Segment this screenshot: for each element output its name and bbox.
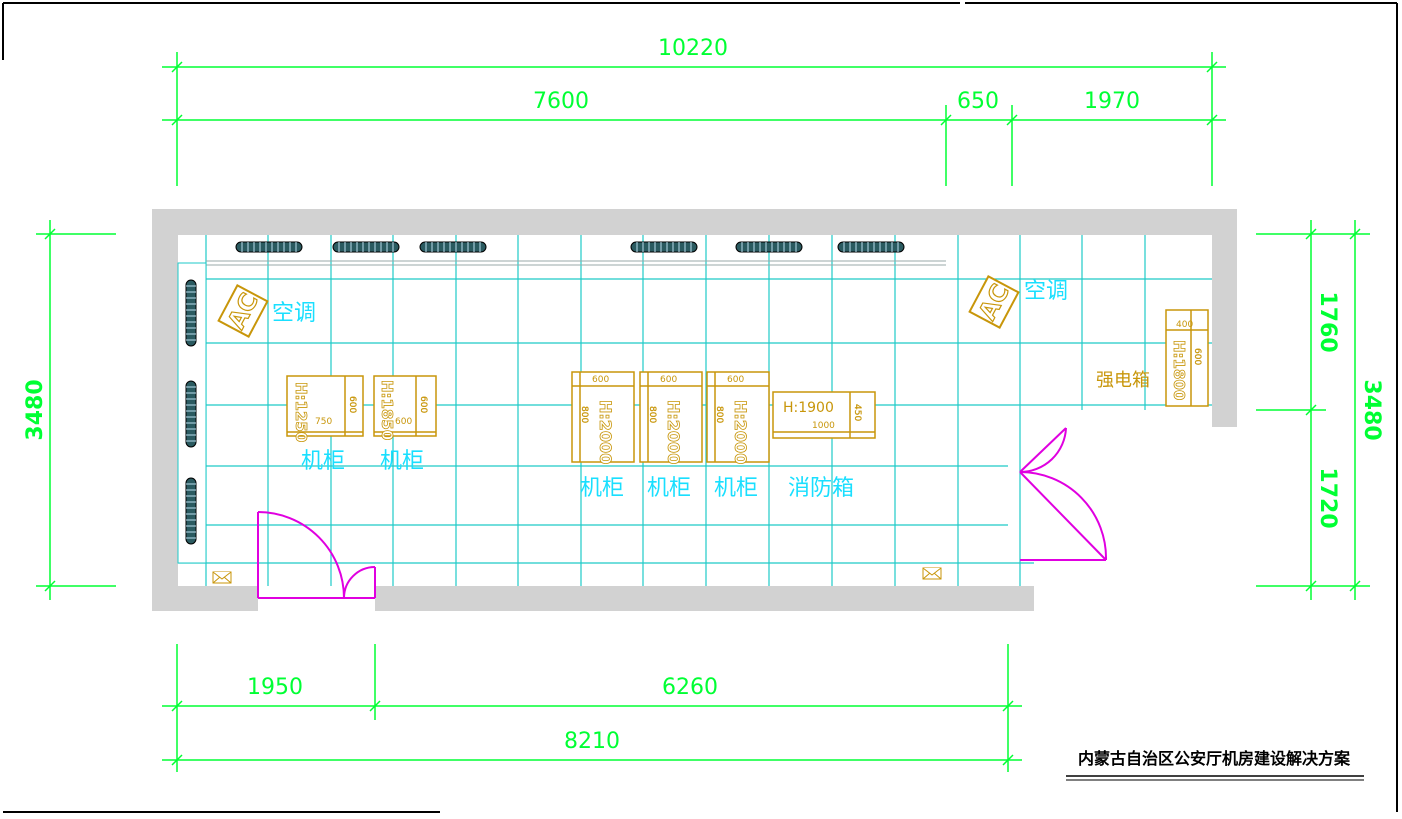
dim-left-total: 3480 xyxy=(23,379,48,440)
cabinet-1: H:1250 750 600 xyxy=(286,375,364,443)
vent-top-1 xyxy=(235,241,303,253)
power-box-width: 400 xyxy=(1176,320,1193,330)
door-bottom[interactable] xyxy=(257,511,376,599)
cabinet-5-width: 600 xyxy=(727,375,744,385)
cabinet-1-label: 机柜 xyxy=(301,449,345,474)
cabinet-3-width: 600 xyxy=(592,375,609,385)
cabinet-4-depth: 800 xyxy=(647,406,657,423)
cabinet-1-height: H:1250 xyxy=(292,382,310,442)
power-box: 400 H:1800 600 xyxy=(1165,309,1209,407)
dim-top-seg1: 7600 xyxy=(533,89,589,114)
dim-top-total: 10220 xyxy=(658,36,728,61)
power-box-label: 强电箱 xyxy=(1096,370,1150,391)
dim-top-seg2: 650 xyxy=(957,89,999,114)
dim-right-total: 3480 xyxy=(1359,379,1384,440)
dim-bottom-seg2: 6260 xyxy=(662,675,718,700)
cabinet-1-depth: 600 xyxy=(347,396,357,413)
cabinet-4-label: 机柜 xyxy=(647,476,691,501)
dim-right-seg2: 1720 xyxy=(1315,467,1340,528)
vent-top-6 xyxy=(837,241,905,253)
envelope-icon xyxy=(212,571,232,584)
ac-label-right: 空调 xyxy=(1024,279,1068,304)
cabinet-2-width: 600 xyxy=(395,417,412,427)
vent-top-4 xyxy=(630,241,698,253)
dim-right-seg1: 1760 xyxy=(1315,291,1340,352)
fire-box-depth: 450 xyxy=(852,404,862,421)
fire-box-width: 1000 xyxy=(812,421,835,431)
cabinet-4-width: 600 xyxy=(660,375,677,385)
dim-bottom-total: 8210 xyxy=(564,729,620,754)
vent-left-1 xyxy=(185,279,197,347)
ac-unit-left: AC xyxy=(217,284,269,338)
cabinet-3-depth: 800 xyxy=(579,406,589,423)
vents xyxy=(185,241,905,545)
cabinet-3-label: 机柜 xyxy=(580,476,624,501)
cabinet-2: H:1850 600 600 xyxy=(373,375,437,441)
cabinet-3-height: H:2000 xyxy=(596,400,615,464)
fire-box-label: 消防箱 xyxy=(788,476,854,501)
vent-top-2 xyxy=(332,241,400,253)
fire-box: H:1900 1000 450 xyxy=(772,391,876,439)
cabinet-5-height: H:2000 xyxy=(731,400,750,464)
power-box-height: H:1800 xyxy=(1170,340,1188,400)
cabinet-5-depth: 800 xyxy=(714,406,724,423)
dim-top-seg3: 1970 xyxy=(1084,89,1140,114)
drawing-title: 内蒙古自治区公安厅机房建设解决方案 xyxy=(1078,749,1351,768)
envelope-icon xyxy=(922,567,942,580)
door-right[interactable] xyxy=(1019,427,1108,561)
ac-label-left: 空调 xyxy=(272,301,316,326)
cabinet-1-width: 750 xyxy=(315,417,332,427)
power-box-depth: 600 xyxy=(1192,348,1202,365)
cabinet-4: 600 800 H:2000 xyxy=(639,371,703,465)
cabinet-5: 600 800 H:2000 xyxy=(706,371,770,465)
dimension-lines xyxy=(36,52,1370,772)
vent-top-5 xyxy=(735,241,803,253)
cabinet-2-label: 机柜 xyxy=(380,449,424,474)
cabinet-2-height: H:1850 xyxy=(378,380,396,440)
cabinet-3: 600 800 H:2000 xyxy=(571,371,635,465)
cabinet-5-label: 机柜 xyxy=(714,476,758,501)
vent-top-3 xyxy=(419,241,487,253)
vent-left-3 xyxy=(185,477,197,545)
fire-box-height: H:1900 xyxy=(783,400,834,416)
vent-left-2 xyxy=(185,380,197,448)
dim-bottom-seg1: 1950 xyxy=(247,675,303,700)
cabinet-4-height: H:2000 xyxy=(664,400,683,464)
cabinet-2-depth: 600 xyxy=(418,396,428,413)
